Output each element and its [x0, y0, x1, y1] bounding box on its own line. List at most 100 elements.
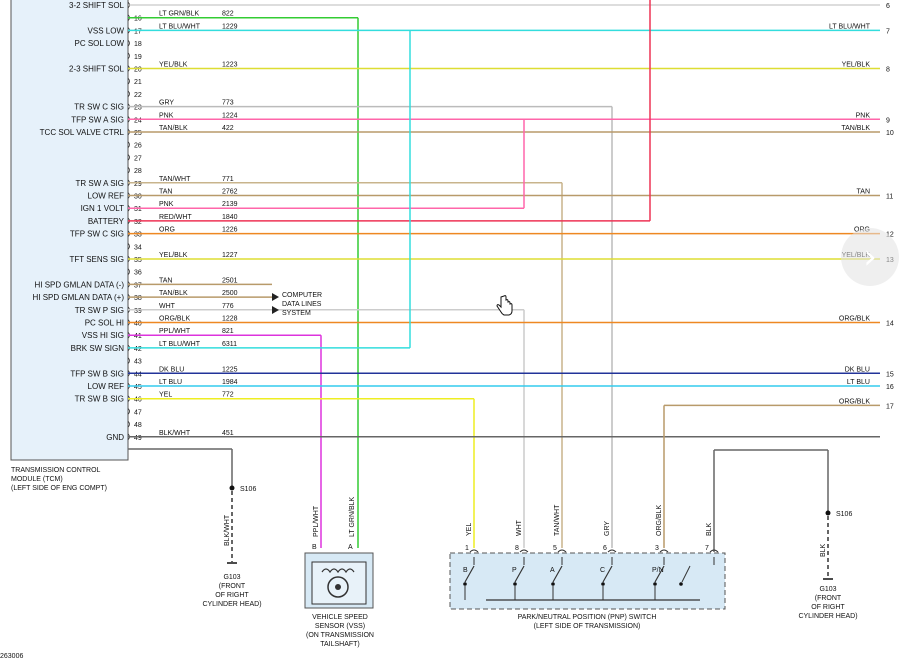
right-label-17: ORG/BLK: [839, 398, 870, 405]
hand-cursor-icon: [496, 295, 513, 316]
tcm-pin-num-27: 27: [134, 155, 142, 162]
tcm-pin-label-38: HI SPD GMLAN DATA (+): [33, 293, 125, 302]
wire-49: BLK/WHT 451: [128, 430, 880, 438]
pin-terminal: [127, 77, 130, 85]
pnp-pin-num: 1: [465, 545, 469, 552]
wire-color-label: TAN/WHT: [159, 176, 191, 183]
wire-circuit-label: 773: [222, 100, 234, 107]
tcm-pin-num-28: 28: [134, 168, 142, 175]
wire-color-label: DK BLU: [159, 366, 184, 373]
pnp-pn-contact: [679, 582, 683, 586]
wire-right-label: YEL/BLK: [842, 62, 871, 69]
wire-color-label: LT BLU: [159, 379, 182, 386]
pin-terminal: [127, 408, 130, 415]
wire-right-label: TAN: [857, 189, 870, 196]
pnp-wire-label: YEL: [466, 523, 473, 536]
wire-right-num: 11: [886, 194, 893, 201]
vss-coil-icon: [321, 568, 355, 574]
pnp-switch-letter: P: [512, 567, 517, 574]
wire-right-num: 9: [886, 117, 890, 124]
tcm-pin-num-32: 32: [134, 219, 142, 226]
wire-color-label: YEL/BLK: [159, 252, 188, 259]
gnd-right-id: G103: [819, 586, 836, 593]
pin-terminal: [127, 39, 130, 47]
wire-circuit-label: 771: [222, 176, 234, 183]
pnp-switch-blade: [514, 565, 525, 583]
tcm-pin-label-29: TR SW A SIG: [76, 179, 124, 188]
pnp-switch-contact: [601, 582, 605, 586]
vss-caption-4: TAILSHAFT): [320, 641, 360, 648]
tcm-pin-label-18: PC SOL LOW: [75, 39, 125, 48]
tcm-pin-label-25: TCC SOL VALVE CTRL: [40, 128, 125, 137]
pin-terminal: [127, 141, 130, 148]
pnp-wire-label: BLK: [706, 522, 713, 536]
pnp-pin-terminal: [709, 549, 719, 553]
wire-circuit-label: 821: [222, 328, 234, 335]
tcm-pin-num-24: 24: [134, 117, 142, 124]
wire-right-label: ORG/BLK: [839, 316, 870, 323]
right-num-17: 17: [886, 403, 894, 410]
next-arrow-button[interactable]: ›: [841, 228, 899, 286]
tcm-pin-num-16: 16: [134, 16, 142, 23]
wire-35: YEL/BLK1227YEL/BLK13: [128, 252, 894, 264]
pnp-switch-blade: [602, 565, 613, 583]
tcm-pin-num-44: 44: [134, 371, 142, 378]
tcm-pin-num-26: 26: [134, 143, 142, 150]
tcm-pin-num-30: 30: [134, 194, 142, 201]
tcm-caption-3: (LEFT SIDE OF ENG COMPT): [11, 485, 107, 492]
tcm-pin-label-20: 2-3 SHIFT SOL: [69, 65, 125, 74]
pin-terminal: [127, 166, 130, 174]
wire-right-label: DK BLU: [845, 366, 870, 373]
tcm-pin-num-23: 23: [134, 105, 142, 112]
wire-color-label: PPL/WHT: [159, 328, 191, 335]
wire-color-label: LT GRN/BLK: [159, 11, 200, 18]
tcm-pin-label-44: TFP SW B SIG: [70, 369, 124, 378]
ground-right: S106 BLK G103 (FRONT OF RIGHT CYLINDER H…: [713, 449, 858, 620]
tcm-pin-label-45: LOW REF: [88, 382, 125, 391]
pnp-pin-terminal: [607, 549, 617, 553]
wire-color-label: YEL/BLK: [159, 62, 188, 69]
computer-data-text-3: SYSTEM: [282, 310, 311, 317]
vss-wire-a: LT GRN/BLK: [349, 496, 356, 537]
pnp-switch-blade: [464, 565, 475, 583]
gnd-left-cap-2: OF RIGHT: [215, 592, 249, 599]
wire-right-num: 16: [886, 384, 894, 391]
gnd-left-wire-label: BLK/WHT: [224, 514, 231, 546]
pnp-pin-num: 5: [553, 545, 557, 552]
pnp-pin-terminal: [519, 549, 529, 553]
pnp-switch-letter: C: [600, 567, 605, 574]
wire-circuit-label: 1226: [222, 227, 238, 234]
wire-right-label: LT BLU/WHT: [829, 23, 871, 30]
right-num-top: 6: [886, 3, 890, 10]
tcm-pin-label-46: TR SW B SIG: [75, 395, 124, 404]
tcm-pin-num-48: 48: [134, 422, 142, 429]
wire-23: GRY 773: [128, 100, 613, 548]
pnp-wire-label: GRY: [604, 521, 611, 536]
tcm-pin-label-37: HI SPD GMLAN DATA (-): [35, 280, 125, 289]
wire-color-label: BLK/WHT: [159, 430, 191, 437]
pnp-caption-1: PARK/NEUTRAL POSITION (PNP) SWITCH: [518, 614, 657, 621]
gnd-left-cap-3: CYLINDER HEAD): [202, 601, 261, 608]
tcm-pin-num-36: 36: [134, 270, 142, 277]
wire-color-label: TAN/BLK: [159, 290, 188, 297]
tcm-pin-label-31: IGN 1 VOLT: [81, 204, 125, 213]
wire-circuit-label: 2500: [222, 290, 238, 297]
tcm-pin-label-17: VSS LOW: [88, 26, 125, 35]
wire-circuit-label: 2139: [222, 201, 238, 208]
wire-color-label: LT BLU/WHT: [159, 23, 201, 30]
wire-color-label: YEL: [159, 392, 172, 399]
gnd-right-cap-3: CYLINDER HEAD): [798, 613, 857, 620]
splice-dot-right: [825, 510, 831, 516]
pnp-caption-2: (LEFT SIDE OF TRANSMISSION): [534, 623, 641, 630]
tcm-pin-label-42: BRK SW SIGN: [71, 344, 125, 353]
tcm-block: [10, 0, 129, 461]
tcm-pin-label-32: BATTERY: [88, 217, 125, 226]
pnp-pn-blade: [681, 565, 691, 583]
wire-right-num: 15: [886, 371, 894, 378]
wire-circuit-label: 451: [222, 430, 234, 437]
